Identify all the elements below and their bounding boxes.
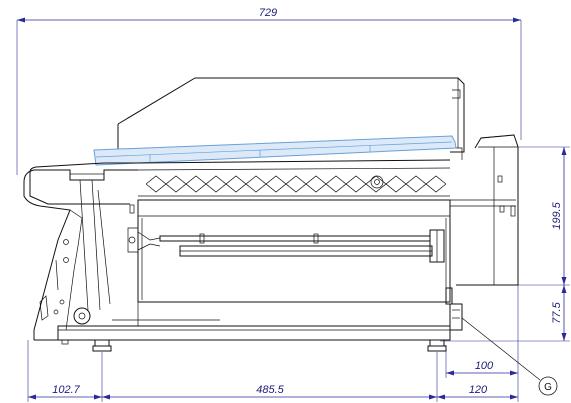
feet [61, 339, 447, 352]
right-offset-label: 100 [475, 360, 494, 372]
machine-drawing [23, 77, 519, 352]
bottom-right-label: 120 [469, 384, 488, 396]
height-lower-label: 77.5 [551, 301, 563, 323]
bottom-middle-label: 485.5 [256, 384, 284, 396]
overall-width-label: 729 [259, 7, 277, 19]
front-wheel [73, 307, 91, 325]
height-upper-label: 199.5 [551, 201, 563, 229]
callout-g-label: G [544, 382, 552, 393]
drain-fitting [445, 287, 453, 305]
dimension-height-upper: 199.5 [518, 146, 570, 286]
zigzag-elements [145, 175, 447, 185]
roller-assembly [159, 235, 431, 242]
right-back-housing [456, 134, 519, 286]
knob-top [370, 175, 384, 189]
dimension-right-offset: 100 [445, 345, 518, 378]
dimension-bottom-chain: 102.7 485.5 120 [27, 285, 519, 402]
callout-g: G [461, 317, 558, 396]
glass-panel [93, 135, 457, 166]
bottom-left-label: 102.7 [52, 384, 80, 396]
dimension-height-lower: 77.5 [440, 285, 570, 342]
dimension-overall-width: 729 [16, 7, 522, 175]
base-frame [34, 325, 451, 341]
